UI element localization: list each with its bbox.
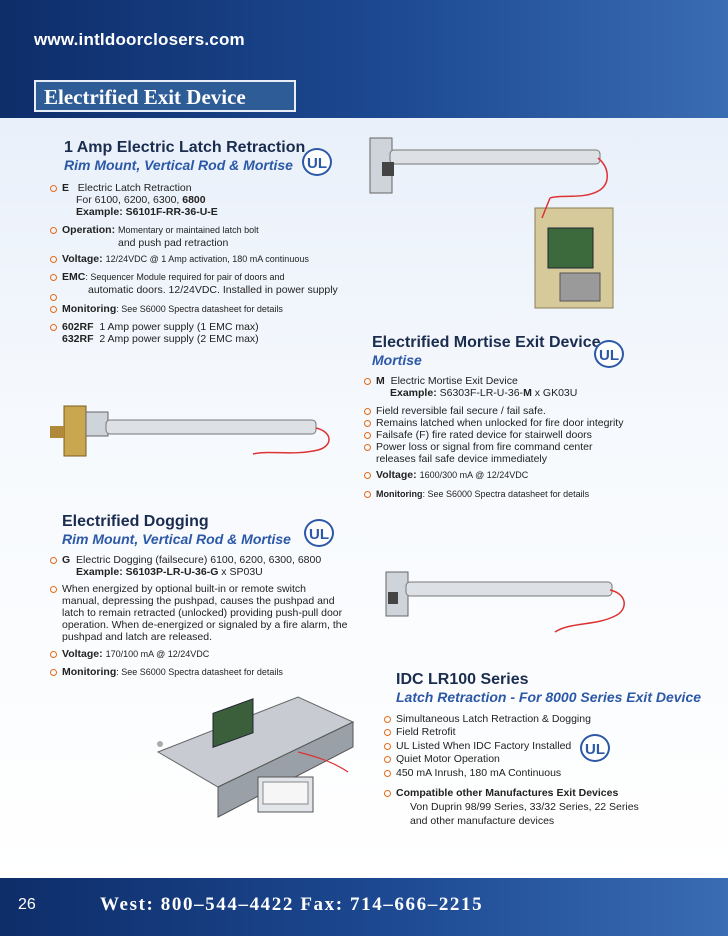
- s1-emc: EMC: Sequencer Module required for pair …: [50, 271, 284, 284]
- section2-title: Electrified Mortise Exit Device: [372, 334, 601, 351]
- page-title: Electrified Exit Device: [44, 85, 246, 109]
- section4-subtitle: Latch Retraction - For 8000 Series Exit …: [396, 689, 702, 705]
- s2-bullet-4: Power loss or signal from fire command c…: [364, 441, 593, 454]
- s1-monitoring: Monitoring: See S6000 Spectra datasheet …: [50, 303, 283, 316]
- site-url[interactable]: www.intldoorclosers.com: [34, 30, 245, 49]
- bullet-icon: [50, 294, 57, 301]
- section1-subtitle: Rim Mount, Vertical Rod & Mortise: [64, 157, 293, 173]
- s2-monitoring: Monitoring: See S6000 Spectra datasheet …: [364, 488, 589, 501]
- s2-bullet-3: Failsafe (F) fire rated device for stair…: [364, 429, 592, 442]
- s1-voltage: Voltage: 12/24VDC @ 1 Amp activation, 18…: [50, 253, 309, 266]
- s1-emc-cont: automatic doors. 12/24VDC. Installed in …: [88, 284, 338, 296]
- lr100-module-image: [156, 696, 355, 818]
- ul-logo-icon: UL: [580, 734, 610, 762]
- s3-g-example: Example: S6103P-LR-U-36-G x SP03U: [76, 566, 263, 578]
- s2-voltage: Voltage: 1600/300 mA @ 12/24VDC: [364, 469, 528, 482]
- s1-e-example: Example: S6101F-RR-36-U-E: [76, 206, 218, 218]
- s3-voltage: Voltage: 170/100 mA @ 12/24VDC: [50, 648, 209, 661]
- s3-monitoring: Monitoring: See S6000 Spectra datasheet …: [50, 666, 283, 679]
- s1-e-item: E Electric Latch Retraction: [50, 182, 192, 195]
- ul-logo-icon: UL: [302, 148, 332, 176]
- s4-bullet-3: UL Listed When IDC Factory Installed: [384, 740, 571, 753]
- dogging-exit-device-image: [385, 571, 625, 633]
- s4-bullet-4: Quiet Motor Operation: [384, 753, 500, 766]
- s1-operation-cont: and push pad retraction: [118, 237, 229, 249]
- s3-desc-3: latch to remain retracted (unlocked) pro…: [62, 607, 343, 619]
- ul-logo-icon: UL: [594, 340, 624, 368]
- s3-g-item: G Electric Dogging (failsecure) 6100, 62…: [50, 554, 321, 567]
- s2-bullet-2: Remains latched when unlocked for fire d…: [364, 417, 623, 430]
- s3-desc-1: When energized by optional built-in or r…: [50, 583, 306, 596]
- section4-title: IDC LR100 Series: [396, 671, 529, 688]
- s1-e-for: For 6100, 6200, 6300, 6800: [76, 194, 206, 206]
- section1-title: 1 Amp Electric Latch Retraction: [64, 139, 306, 156]
- ul-logo-icon: UL: [304, 519, 334, 547]
- contact-numbers: West: 800–544–4422 Fax: 714–666–2215: [100, 894, 484, 915]
- s3-desc-4: operation. When de-energized or signaled…: [62, 619, 348, 631]
- s4-compat: Compatible other Manufactures Exit Devic…: [384, 787, 618, 800]
- page-title-box: Electrified Exit Device: [34, 80, 296, 112]
- s4-bullet-2: Field Retrofit: [384, 726, 456, 739]
- section3-title: Electrified Dogging: [62, 513, 209, 530]
- s4-compat-2: and other manufacture devices: [410, 815, 555, 827]
- s3-desc-2: manual, depressing the pushpad, causes t…: [62, 595, 335, 607]
- s1-power-supply-1: 602RF 1 Amp power supply (1 EMC max): [50, 321, 259, 334]
- section2-subtitle: Mortise: [372, 352, 422, 368]
- section3-subtitle: Rim Mount, Vertical Rod & Mortise: [62, 531, 291, 547]
- s2-bullet-4-cont: releases fail safe device immediately: [376, 453, 547, 465]
- s1-power-supply-2: 632RF 2 Amp power supply (2 EMC max): [62, 333, 259, 345]
- s4-bullet-5: 450 mA Inrush, 180 mA Continuous: [384, 767, 561, 780]
- s4-compat-1: Von Duprin 98/99 Series, 33/32 Series, 2…: [410, 801, 639, 813]
- mortise-exit-device-image: [50, 405, 330, 457]
- page-number: 26: [18, 896, 36, 913]
- s4-bullet-1: Simultaneous Latch Retraction & Dogging: [384, 713, 591, 726]
- s1-operation: Operation: Momentary or maintained latch…: [50, 224, 259, 237]
- s2-bullet-1: Field reversible fail secure / fail safe…: [364, 405, 546, 418]
- s2-m-example: Example: S6303F-LR-U-36-M x GK03U: [390, 387, 578, 399]
- footer-band: 26 West: 800–544–4422 Fax: 714–666–2215: [0, 878, 728, 936]
- rim-exit-device-image: [369, 137, 614, 309]
- header-band: www.intldoorclosers.com Electrified Exit…: [0, 0, 728, 118]
- s2-m-item: M Electric Mortise Exit Device: [364, 375, 518, 388]
- s3-desc-5: pushpad and latch are released.: [62, 631, 213, 643]
